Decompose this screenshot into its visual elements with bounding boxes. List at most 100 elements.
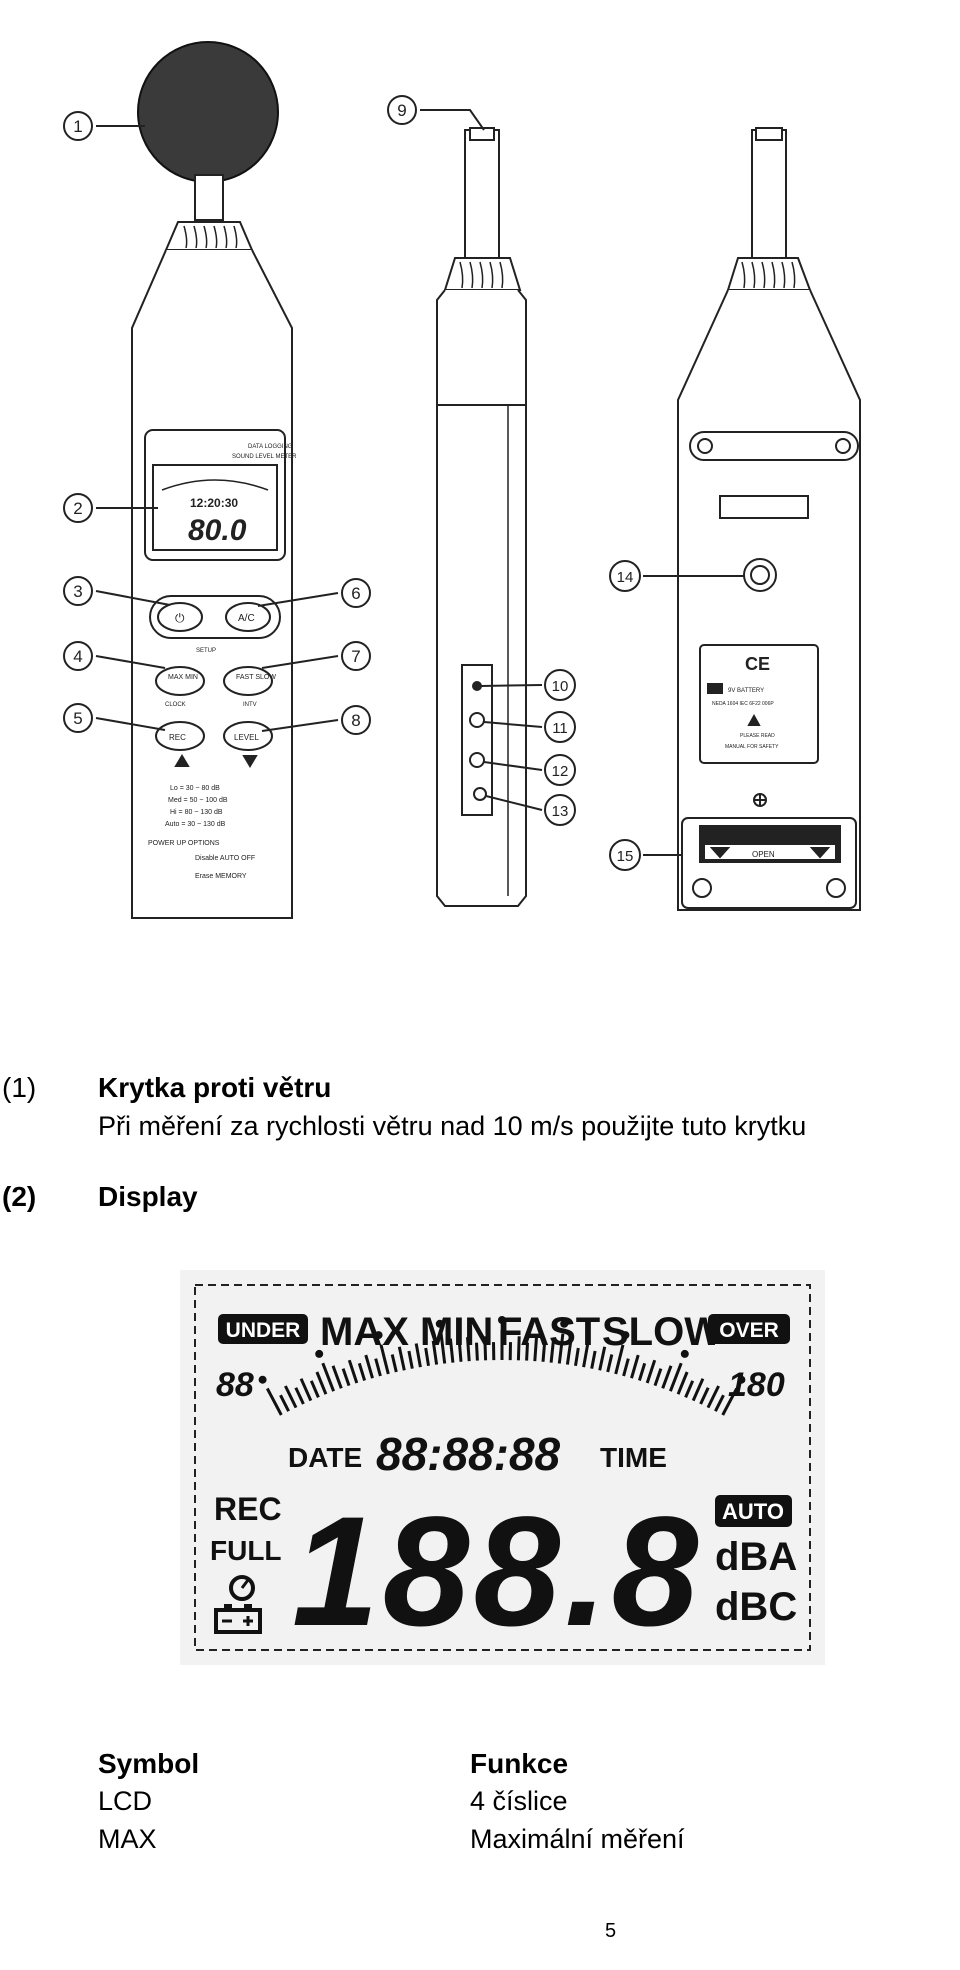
scale-tick: [299, 1378, 313, 1402]
scale-tick: [622, 1358, 630, 1377]
scale-tick: [645, 1359, 657, 1384]
scale-tick: [691, 1378, 705, 1402]
scale-tick: [541, 1343, 546, 1362]
front-lcd-time: 12:20:30: [190, 496, 238, 510]
callout-badge: 2: [63, 493, 93, 523]
callout-badge: 1: [63, 111, 93, 141]
item-1-title: Krytka proti větru: [98, 1072, 332, 1103]
scale-tick: [614, 1344, 625, 1375]
back-view: CE 9V BATTERY NEDA 1604 IEC 6F22 006P PL…: [677, 127, 861, 911]
callout-label: 3: [73, 582, 82, 601]
fastslow-button-label: FAST SLOW: [236, 674, 276, 681]
windscreen-ball: [137, 41, 279, 183]
rec-indicator: REC: [214, 1491, 282, 1527]
callout-label: 12: [552, 763, 569, 780]
callout-label: 14: [617, 569, 634, 586]
item-2-title: Display: [98, 1181, 198, 1212]
over-indicator: OVER: [708, 1314, 790, 1344]
scale-dot: [435, 1319, 444, 1328]
range-row: Auto = 30 ~ 130 dB: [165, 821, 226, 828]
maxmin-button-label: MAX MIN: [168, 674, 198, 681]
scale-tick: [448, 1338, 455, 1363]
table-cell-function: Maximální měření: [470, 1824, 685, 1854]
callout-badge: 7: [341, 641, 371, 671]
scale-tick: [309, 1380, 320, 1398]
scale-tick: [475, 1342, 479, 1361]
front-buttons: ⏻ A/C SETUP MAX MIN FAST SLOW CLOCK INTV…: [149, 595, 281, 768]
battery-icon: [214, 1604, 262, 1634]
power-button-label: ⏻: [175, 611, 185, 625]
callouts: 1 2 3 4 5 6 7 8 9 10 11 12 13 14 15: [63, 95, 744, 871]
scale-tick: [374, 1358, 382, 1377]
scale-tick: [525, 1342, 529, 1361]
scale-tick: [347, 1359, 359, 1384]
scale-tick: [341, 1368, 351, 1387]
callout-badge: 12: [544, 754, 576, 786]
callout-badge: 5: [63, 703, 93, 733]
power-up-line: Erase MEMORY: [195, 873, 247, 880]
range-table: Lo = 30 ~ 80 dB Med = 50 ~ 100 dB Hi = 8…: [148, 785, 255, 880]
ce-mark: CE: [745, 654, 770, 674]
range-row: Hi = 80 ~ 130 dB: [170, 809, 223, 816]
side-view: [436, 127, 527, 907]
full-indicator: FULL: [210, 1535, 282, 1566]
scale-tick: [315, 1371, 328, 1395]
scale-tick: [379, 1344, 390, 1375]
max-indicator: MAX: [320, 1310, 409, 1354]
callout-badge: 8: [341, 705, 371, 735]
callout-badge: 14: [609, 560, 641, 592]
callout-badge: 6: [341, 578, 371, 608]
item-1-number: (1): [2, 1072, 37, 1103]
setup-label: SETUP: [196, 648, 216, 654]
time-digits: 88:88:88: [376, 1428, 561, 1480]
scale-tick: [676, 1371, 689, 1395]
lcd-display-illustration: UNDER MAX MIN FAST SLOW OVER 88 180 DATE…: [180, 1270, 825, 1665]
scale-tick: [331, 1365, 343, 1389]
item-1-description: Při měření za rychlosti větru nad 10 m/s…: [98, 1111, 807, 1141]
scale-tick: [565, 1340, 573, 1365]
front-lcd-reading: 80.0: [188, 514, 247, 547]
under-indicator: UNDER: [218, 1314, 308, 1344]
min-indicator: MIN: [420, 1310, 493, 1354]
scale-dot: [315, 1349, 324, 1358]
dba-indicator: dBA: [715, 1535, 797, 1579]
scale-tick: [590, 1350, 597, 1369]
front-view: DATA LOGGING SOUND LEVEL METER 12:20:30 …: [131, 41, 297, 919]
scale-tick: [574, 1347, 580, 1367]
power-up-line: Disable AUTO OFF: [195, 855, 255, 862]
table-header-function: Funkce: [470, 1748, 569, 1779]
callout-badge: 10: [544, 669, 576, 701]
callout-badge: 15: [609, 839, 641, 871]
device-figure: DATA LOGGING SOUND LEVEL METER 12:20:30 …: [63, 41, 861, 919]
scale-tick: [390, 1354, 398, 1373]
power-up-title: POWER UP OPTIONS: [148, 840, 220, 847]
rec-button-label: REC: [169, 733, 186, 742]
scale-tick: [407, 1350, 414, 1369]
callout-label: 9: [397, 101, 406, 120]
item-2-number: (2): [2, 1181, 37, 1212]
scale-dot: [498, 1316, 506, 1324]
dbc-indicator: dBC: [715, 1585, 797, 1629]
callout-badge: 4: [63, 641, 93, 671]
scale-tick: [549, 1338, 556, 1363]
range-row: Lo = 30 ~ 80 dB: [170, 785, 220, 792]
lcd-header-1: DATA LOGGING: [248, 444, 293, 450]
manual-text-1: PLEASE READ: [740, 733, 775, 739]
table-cell-symbol: MAX: [98, 1824, 157, 1854]
scale-tick: [364, 1354, 374, 1379]
callout-label: 2: [73, 499, 82, 518]
callout-label: 6: [351, 584, 360, 603]
scale-tick: [653, 1368, 663, 1387]
battery-type: NEDA 1604 IEC 6F22 006P: [712, 701, 774, 707]
scale-tick: [483, 1336, 488, 1361]
callout-label: 15: [617, 848, 634, 865]
scale-tick: [598, 1346, 607, 1371]
scale-right-label: 180: [728, 1366, 785, 1404]
callout-label: 4: [73, 647, 82, 666]
scale-tick: [321, 1362, 335, 1392]
callout-label: 8: [351, 711, 360, 730]
callout-label: 10: [552, 678, 569, 695]
scale-tick: [414, 1343, 422, 1368]
lcd-header-2: SOUND LEVEL METER: [232, 454, 297, 460]
scale-tick: [279, 1394, 290, 1412]
